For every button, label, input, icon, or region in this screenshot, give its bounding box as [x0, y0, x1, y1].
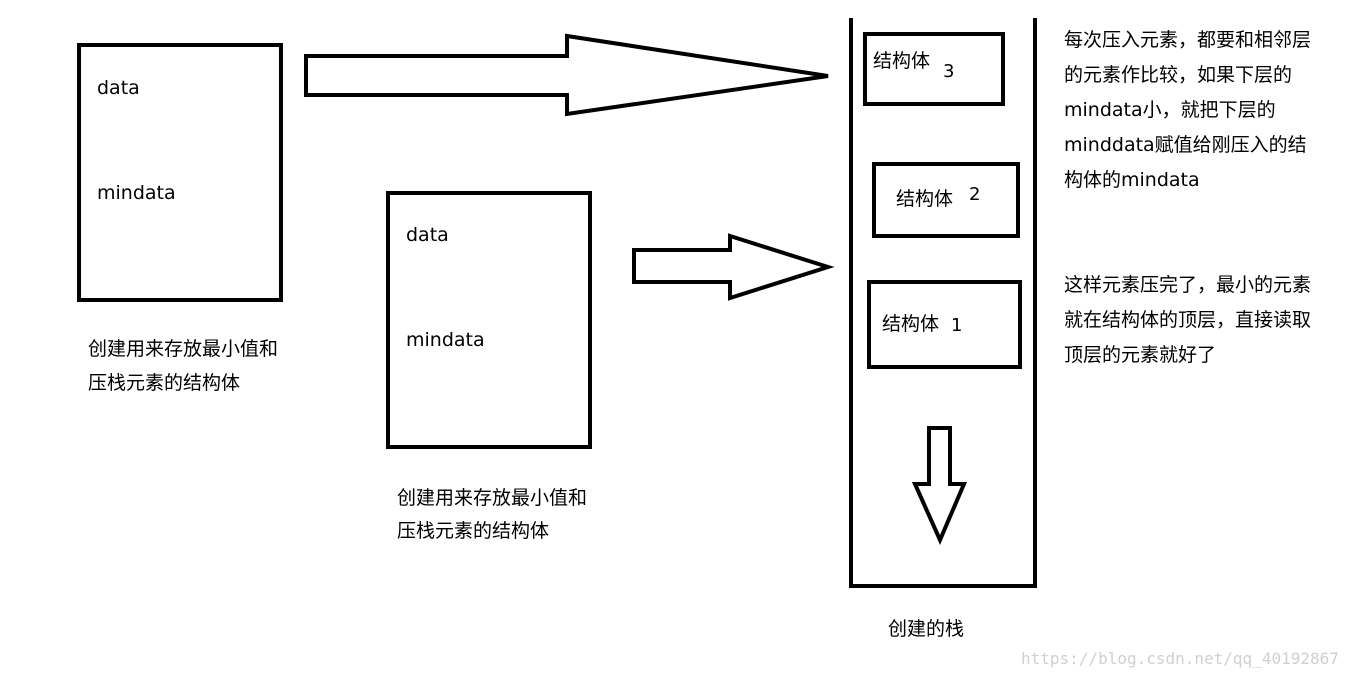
stack-walls — [849, 18, 1037, 588]
stack-item-3 — [863, 32, 1005, 106]
stack-item-2 — [872, 162, 1020, 238]
stack-item-1-number: 1 — [951, 315, 963, 336]
struct-a-caption-line2: 压栈元素的结构体 — [88, 372, 241, 394]
stack-item-3-number: 3 — [943, 61, 955, 82]
note-1-line-3: mindata小，就把下层的 — [1064, 99, 1276, 121]
struct-a-caption-line1: 创建用来存放最小值和 — [88, 338, 279, 360]
note-2-line-1: 这样元素压完了，最小的元素 — [1064, 274, 1312, 296]
note-2-line-2: 就在结构体的顶层，直接读取 — [1064, 309, 1312, 331]
struct-box-a — [77, 43, 283, 302]
push-arrow-small — [632, 233, 835, 301]
struct-b-field-mindata: mindata — [406, 329, 485, 351]
push-arrow-large — [304, 33, 829, 117]
struct-b-caption-line2: 压栈元素的结构体 — [397, 520, 550, 542]
struct-a-field-data: data — [97, 77, 140, 99]
note-2-line-3: 顶层的元素就好了 — [1064, 344, 1217, 366]
stack-item-3-label: 结构体 — [873, 50, 931, 72]
stack-item-2-number: 2 — [969, 184, 981, 205]
struct-box-b — [386, 191, 592, 449]
struct-a-field-mindata: mindata — [97, 182, 176, 204]
stack-item-1 — [867, 280, 1022, 369]
note-1-line-2: 的元素作比较，如果下层的 — [1064, 64, 1293, 86]
watermark: https://blog.csdn.net/qq_40192867 — [1021, 649, 1339, 668]
stack-item-1-label: 结构体 — [882, 313, 940, 335]
stack-item-2-label: 结构体 — [896, 188, 954, 210]
note-1-line-5: 构体的mindata — [1064, 169, 1200, 191]
note-1-line-1: 每次压入元素，都要和相邻层 — [1064, 29, 1312, 51]
note-1-line-4: minddata赋值给刚压入的结 — [1064, 134, 1307, 156]
stack-caption: 创建的栈 — [888, 618, 965, 640]
struct-b-caption-line1: 创建用来存放最小值和 — [397, 487, 588, 509]
struct-b-field-data: data — [406, 224, 449, 246]
down-arrow — [911, 426, 968, 545]
